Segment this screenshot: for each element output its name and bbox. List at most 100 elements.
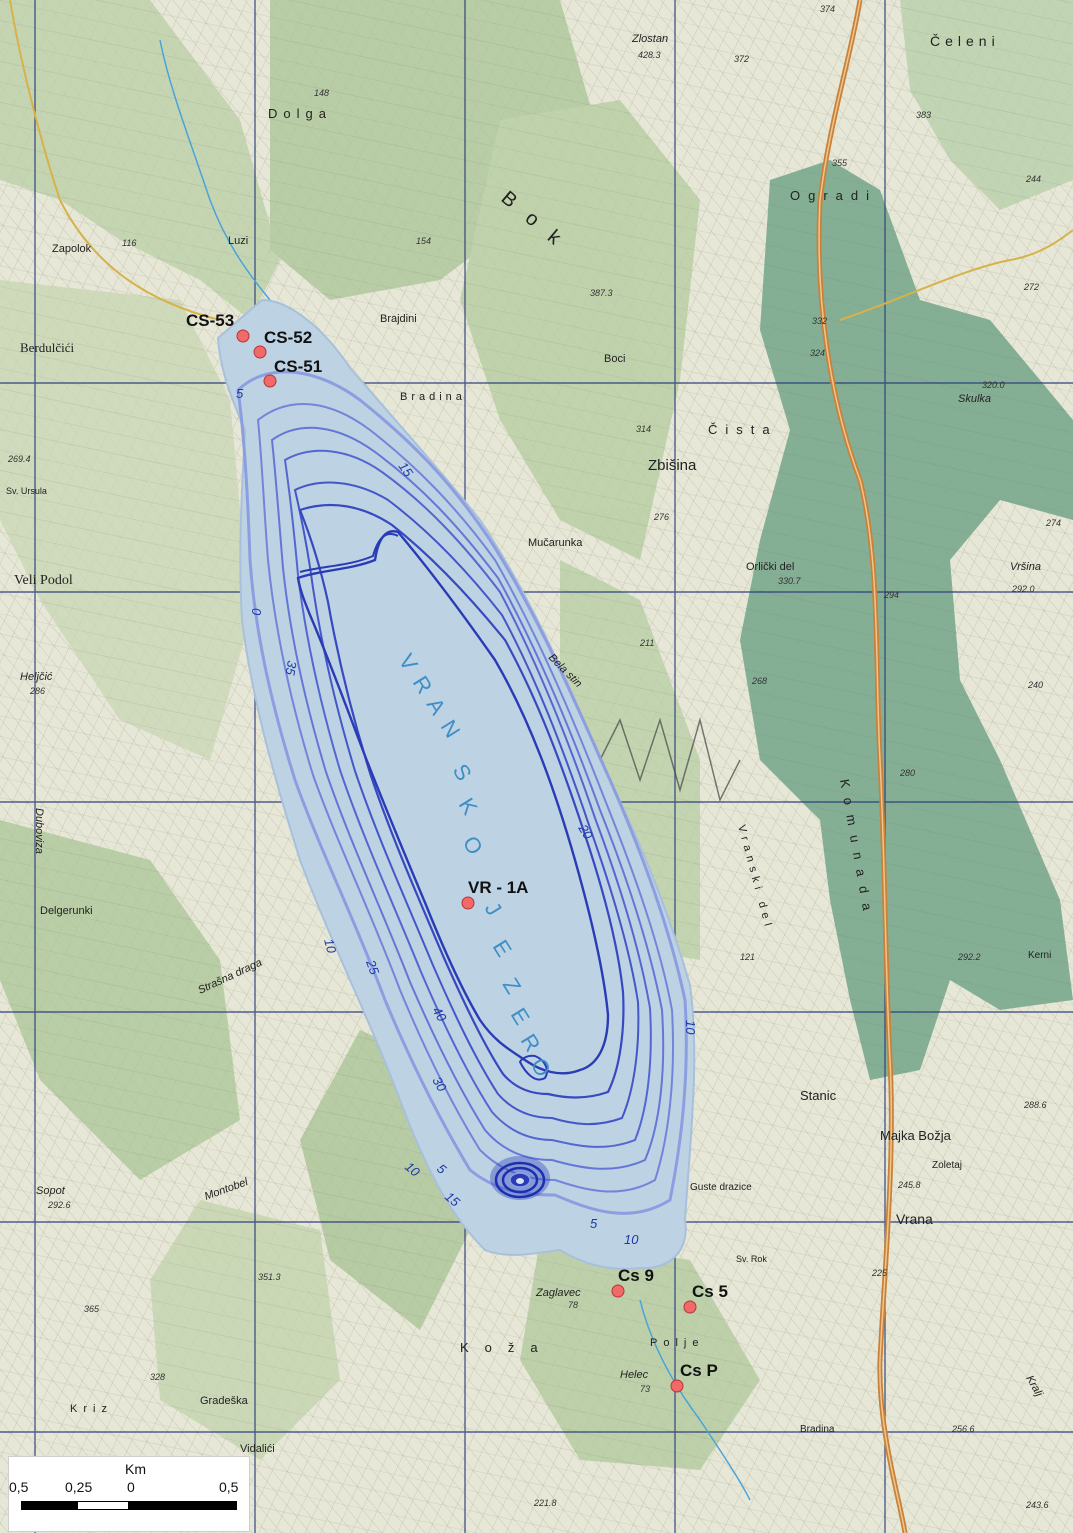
elevation-label: 355: [832, 158, 848, 168]
scale-tick-label: 0,5: [219, 1479, 239, 1495]
deep-hole: [490, 1156, 550, 1200]
elevation-label: 294: [883, 590, 899, 600]
sampling-marker-cs51: [263, 374, 277, 388]
contour-40: [299, 533, 399, 573]
place-name: Mučarunka: [528, 537, 583, 549]
elevation-label: 332: [812, 316, 827, 326]
lake-vransko[interactable]: V R A N S K O J E Z E R O 5 15 0 35 20 1…: [216, 298, 698, 1270]
elevation-label: 272: [1023, 282, 1039, 292]
elevation-label: 330.7: [778, 576, 802, 586]
place-name: Kriz: [70, 1403, 113, 1415]
place-name: Boci: [604, 353, 625, 365]
place-name: Duboviza: [33, 808, 45, 854]
place-name: Čeleni: [930, 33, 1000, 49]
depth-label: 5: [590, 1216, 598, 1231]
sampling-point-label-cs52[interactable]: CS-52: [264, 328, 313, 347]
elevation-label: 148: [314, 88, 329, 98]
elevation-label: 256.6: [951, 1424, 975, 1434]
depth-label: 0: [249, 608, 264, 616]
sampling-marker-csp: [670, 1379, 684, 1393]
sampling-marker-cs53: [236, 329, 250, 343]
sampling-point-label-cs53[interactable]: CS-53: [186, 311, 235, 330]
place-name: Bradina: [800, 1424, 835, 1435]
place-name: Guste drazice: [690, 1182, 752, 1193]
elevation-label: 292.6: [47, 1200, 71, 1210]
scale-tick-label: 0: [127, 1479, 135, 1495]
place-name: Veli Podol: [14, 573, 73, 588]
scale-tick-label: 0,5: [9, 1479, 29, 1495]
place-name: Orlički del: [746, 561, 794, 573]
lake-outline: [216, 298, 696, 1270]
place-name: Čista: [708, 422, 778, 437]
place-name: Vršina: [1010, 561, 1041, 573]
elevation-label: 374: [820, 4, 835, 14]
elevation-label: 320.0: [982, 380, 1005, 390]
contour-35: [296, 530, 610, 1075]
place-name: Zbišina: [648, 457, 697, 474]
place-name: Ogradi: [790, 188, 877, 203]
depth-label: 5: [236, 386, 244, 401]
elevation-label: 288.6: [1023, 1100, 1047, 1110]
place-name: Majka Božja: [880, 1128, 952, 1143]
place-name: Zaglavec: [535, 1287, 581, 1299]
elevation-label: 268: [751, 676, 767, 686]
elevation-label: 280: [899, 768, 915, 778]
elevation-label: 276: [653, 512, 669, 522]
scale-segment: [129, 1501, 237, 1510]
elevation-label: 244: [1025, 174, 1041, 184]
elevation-label: 383: [916, 110, 931, 120]
depth-label: 10: [624, 1232, 639, 1247]
elevation-label: 269.4: [7, 454, 31, 464]
elevation-label: 154: [416, 236, 431, 246]
sampling-point-label-vr1a[interactable]: VR - 1A: [468, 878, 529, 897]
place-name: Gradeška: [200, 1395, 249, 1407]
contour-5: [236, 370, 688, 1215]
elevation-label: 240: [1027, 680, 1043, 690]
depth-label: 25: [363, 957, 383, 977]
scale-bar-box: Km 0,5 0,25 0 0,5: [8, 1456, 250, 1532]
place-name: Helec: [620, 1369, 649, 1381]
elevation-label: 328: [150, 1372, 165, 1382]
place-name: Berdulčići: [20, 340, 75, 355]
elevation-label: 428.3: [638, 50, 661, 60]
sampling-marker-vr1a: [461, 896, 475, 910]
serpentine-track: [599, 717, 741, 803]
elevation-label: 292.2: [957, 952, 981, 962]
place-name: Delgerunki: [40, 905, 93, 917]
place-name: Zapolok: [52, 243, 92, 255]
main-road-inner: [818, 0, 906, 1533]
place-name: Vidalići: [240, 1443, 275, 1455]
sampling-point-label-cs5[interactable]: Cs 5: [692, 1282, 728, 1301]
contour-10: [256, 403, 674, 1193]
contour-40-tip: [518, 1054, 548, 1081]
contour-25: [293, 481, 640, 1126]
elevation-label: 314: [636, 424, 651, 434]
depth-label: 10: [321, 937, 339, 956]
place-name: Luzi: [228, 235, 248, 247]
elevation-label: 221.8: [533, 1498, 557, 1508]
elevation-label: 211: [639, 638, 654, 648]
place-name: Skulka: [958, 393, 991, 405]
stream-north: [159, 39, 271, 301]
place-name: Dolga: [268, 106, 332, 121]
elevation-label: 372: [734, 54, 749, 64]
elevation-label: 387.3: [590, 288, 613, 298]
elevation-label: 274: [1045, 518, 1061, 528]
contour-20: [283, 449, 652, 1148]
place-name: Stanic: [800, 1088, 837, 1103]
sampling-marker-cs5: [683, 1300, 697, 1314]
place-name: Heljčić: [20, 671, 53, 683]
place-name: Sv. Ursula: [6, 486, 47, 496]
place-name: Koža: [460, 1340, 554, 1355]
place-name: Zlostan: [631, 33, 668, 45]
place-name: Zoletaj: [932, 1160, 962, 1171]
elevation-label: 324: [810, 348, 825, 358]
place-name: Vrana: [896, 1211, 933, 1227]
depth-label: 10: [683, 1020, 698, 1035]
sampling-point-label-cs51[interactable]: CS-51: [274, 357, 323, 376]
sampling-point-label-csp[interactable]: Cs P: [680, 1361, 718, 1380]
sampling-point-label-cs9[interactable]: Cs 9: [618, 1266, 654, 1285]
elevation-label: 116: [122, 238, 136, 248]
